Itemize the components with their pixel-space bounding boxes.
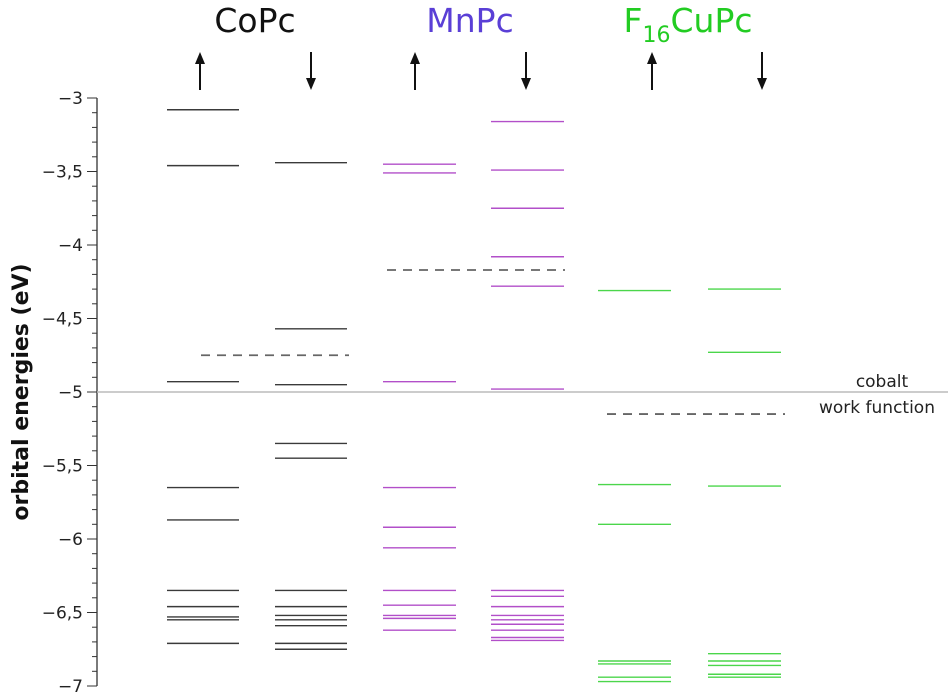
y-tick-label: −5,5 bbox=[42, 457, 83, 477]
y-tick-label: −6 bbox=[58, 530, 83, 550]
molecule-title: F16CuPc bbox=[624, 1, 753, 48]
y-tick-label: −7 bbox=[58, 677, 83, 697]
spin-up-arrow-icon-head bbox=[410, 52, 420, 64]
work-function-label-line2: work function bbox=[819, 398, 935, 418]
spin-up-arrow-icon-head bbox=[195, 52, 205, 64]
energy-levels bbox=[167, 109, 785, 683]
spin-down-arrow-icon-head bbox=[521, 78, 531, 90]
spin-down-arrow-icon-head bbox=[306, 78, 316, 90]
work-function-label-line1: cobalt bbox=[856, 372, 909, 392]
y-tick-label: −3 bbox=[58, 89, 83, 109]
y-tick-label: −4,5 bbox=[42, 310, 83, 330]
y-tick-label: −5 bbox=[58, 383, 83, 403]
y-axis: −3 −3,5 −4 −4,5 −5 −5,5 −6 −6,5 −7 bbox=[42, 89, 98, 697]
spin-up-arrow-icon-head bbox=[647, 52, 657, 64]
spin-down-arrow-icon-head bbox=[757, 78, 767, 90]
molecule-titles: CoPc MnPc F16CuPc bbox=[195, 1, 767, 90]
y-tick-label: −3,5 bbox=[42, 163, 83, 183]
molecule-title: MnPc bbox=[426, 1, 513, 40]
molecule-title: CoPc bbox=[214, 1, 295, 40]
y-axis-label: orbital energies (eV) bbox=[9, 263, 34, 520]
y-tick-label: −4 bbox=[58, 236, 83, 256]
y-tick-label: −6,5 bbox=[42, 604, 83, 624]
